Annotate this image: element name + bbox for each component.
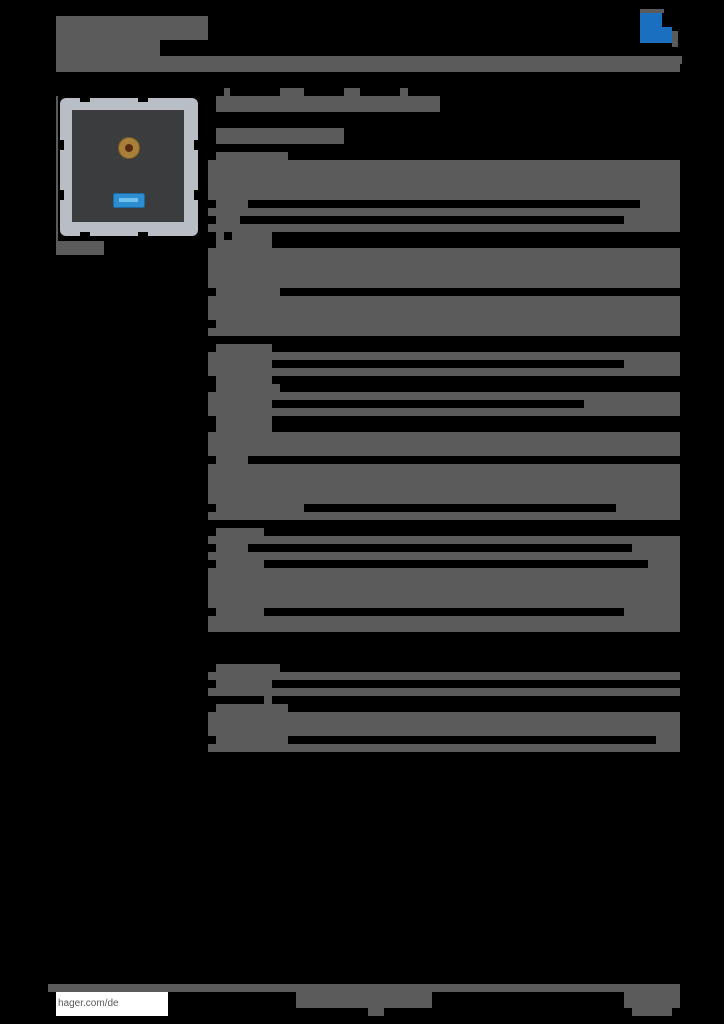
section-label-redacted: [216, 288, 280, 296]
product-subtitle-redacted: [216, 128, 344, 144]
footer-page-redacted: [632, 1008, 672, 1016]
spec-table-2: [208, 248, 680, 288]
section-heading-redacted: [216, 152, 288, 162]
title-ascender: [224, 88, 230, 96]
row-gap: [208, 560, 216, 568]
audio-jack-icon: [118, 137, 140, 159]
row-gap: [248, 544, 632, 552]
spec-table-3: [208, 296, 680, 336]
footer-page-redacted: [624, 984, 680, 1008]
title-ascender: [400, 88, 408, 96]
spec-label-redacted: [216, 344, 272, 384]
spec-table-9: [208, 712, 680, 752]
row-gap: [208, 608, 216, 616]
title-ascender: [280, 88, 304, 96]
row-gap: [240, 216, 624, 224]
row-gap: [208, 544, 216, 552]
row-gap: [272, 360, 624, 368]
row-gap: [264, 560, 648, 568]
title-ascender: [344, 88, 360, 96]
footer-info-redacted: [368, 1000, 384, 1016]
section-label-redacted: [216, 528, 264, 536]
section-label-redacted: [216, 664, 280, 672]
row-gap: [208, 736, 216, 744]
row-gap: [264, 608, 624, 616]
spec-table-8: [208, 536, 680, 632]
row-gap: [272, 400, 584, 408]
product-image: [60, 98, 198, 236]
row-gap: [288, 736, 656, 744]
row-gap: [208, 216, 216, 224]
spec-label-mark: [264, 696, 272, 704]
row-gap: [208, 200, 216, 208]
socket-plate: [72, 110, 184, 222]
spec-label-redacted: [216, 432, 248, 464]
usb-port-icon: [113, 193, 145, 208]
spec-label-redacted: [216, 384, 272, 432]
image-divider: [56, 96, 58, 246]
image-caption-redacted: [56, 241, 104, 255]
header-title-redacted: [56, 16, 208, 40]
spec-row-line: [208, 672, 680, 680]
footer-rule: [48, 984, 680, 992]
spec-table-6: [208, 432, 680, 456]
product-title-redacted: [216, 96, 440, 112]
row-gap: [208, 504, 216, 512]
footer-website-link[interactable]: hager.com/de: [56, 992, 168, 1016]
brand-logo-icon: [640, 9, 678, 47]
footer-info-redacted: [296, 992, 432, 1008]
row-gap: [304, 504, 616, 512]
spec-label-redacted: [216, 704, 288, 712]
row-gap: [208, 320, 216, 328]
glyph-gap: [224, 232, 232, 240]
header-subtitle-redacted: [56, 40, 160, 56]
spec-row-line: [208, 688, 680, 696]
row-gap: [248, 200, 640, 208]
header-rule-right: [362, 56, 682, 64]
